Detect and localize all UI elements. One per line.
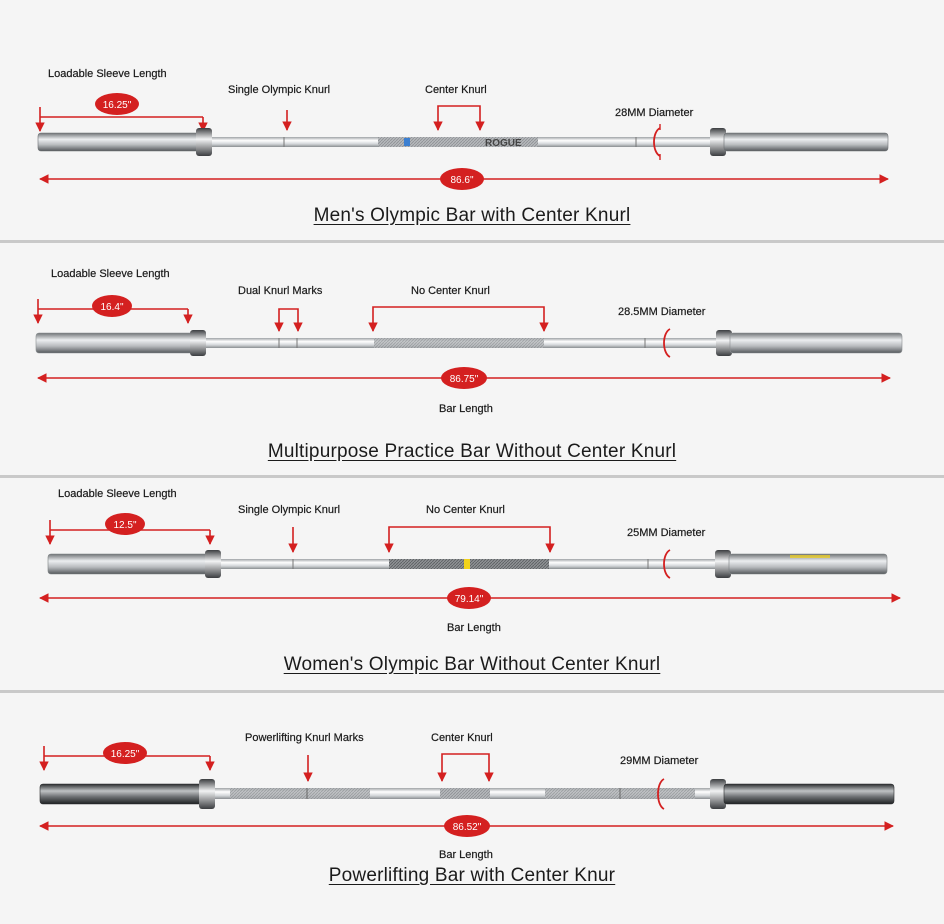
knurl-label: Single Olympic Knurl: [238, 504, 341, 516]
center-knurl-label: Center Knurl: [431, 732, 493, 744]
bar-length-value: 86.6": [450, 175, 473, 186]
knurl-label: Powerlifting Knurl Marks: [245, 732, 364, 744]
sleeve-length-value: 12.5": [113, 520, 136, 531]
bar-caption: Powerlifting Bar with Center Knur: [328, 865, 616, 886]
sleeve-length-badge: [105, 513, 145, 535]
bar-length-label: Bar Length: [439, 403, 493, 415]
bar-length-badge: [447, 587, 491, 609]
bar-length-label: Bar Length: [439, 849, 493, 861]
bar-caption: Men's Olympic Bar with Center Knurl: [313, 205, 631, 226]
sleeve-length-label: Loadable Sleeve Length: [58, 488, 177, 500]
knurl-label: Single Olympic Knurl: [228, 84, 331, 96]
bar-length-badge: [440, 168, 484, 190]
bar-panel-mens-olympic: ROGUE 16.25" 86.6" Loadable Sleeve Lengt…: [0, 0, 944, 240]
center-knurl-label: Center Knurl: [425, 84, 487, 96]
sleeve-length-label: Loadable Sleeve Length: [48, 68, 167, 80]
bar-length-value: 79.14": [455, 594, 484, 605]
multipurpose-bar-diagram: 16.4" 86.75": [33, 295, 903, 389]
sleeve-length-value: 16.25": [103, 100, 132, 111]
bar-caption: Women's Olympic Bar Without Center Knurl: [283, 654, 661, 675]
sleeve-length-badge: [92, 295, 132, 317]
bar-length-value: 86.75": [450, 374, 479, 385]
sleeve-length-value: 16.25": [111, 749, 140, 760]
bar-panel-multipurpose: 16.4" 86.75" Loadable Sleeve Length Dual…: [0, 243, 944, 475]
bar-length-label: Bar Length: [447, 622, 501, 634]
sleeve-length-badge: [95, 93, 139, 115]
bar-panel-powerlifting: 16.25" 86.52" Powerlifting Knurl Marks C…: [0, 693, 944, 924]
bar-length-badge: [441, 367, 487, 389]
knurl-label: Dual Knurl Marks: [238, 285, 323, 297]
center-knurl-label: No Center Knurl: [411, 285, 490, 297]
bar-caption: Multipurpose Practice Bar Without Center…: [267, 441, 677, 462]
diameter-label: 28MM Diameter: [615, 107, 694, 119]
womens-olympic-bar-diagram: 12.5" 79.14": [39, 513, 901, 609]
brand-engraving: ROGUE: [485, 138, 522, 149]
center-knurl-label: No Center Knurl: [426, 504, 505, 516]
section-divider: [0, 690, 944, 693]
section-divider: [0, 475, 944, 478]
diameter-label: 29MM Diameter: [620, 755, 699, 767]
sleeve-length-label: Loadable Sleeve Length: [51, 268, 170, 280]
bar-panel-womens-olympic: 12.5" 79.14" Loadable Sleeve Length Sing…: [0, 478, 944, 690]
mens-olympic-bar-diagram: ROGUE 16.25" 86.6": [35, 93, 889, 190]
section-divider: [0, 240, 944, 243]
diameter-label: 25MM Diameter: [627, 527, 706, 539]
diameter-label: 28.5MM Diameter: [618, 306, 706, 318]
sleeve-length-badge: [103, 742, 147, 764]
powerlifting-bar-diagram: 16.25" 86.52": [39, 742, 895, 837]
sleeve-length-value: 16.4": [100, 302, 123, 313]
bar-length-value: 86.52": [453, 822, 482, 833]
bar-length-badge: [444, 815, 490, 837]
